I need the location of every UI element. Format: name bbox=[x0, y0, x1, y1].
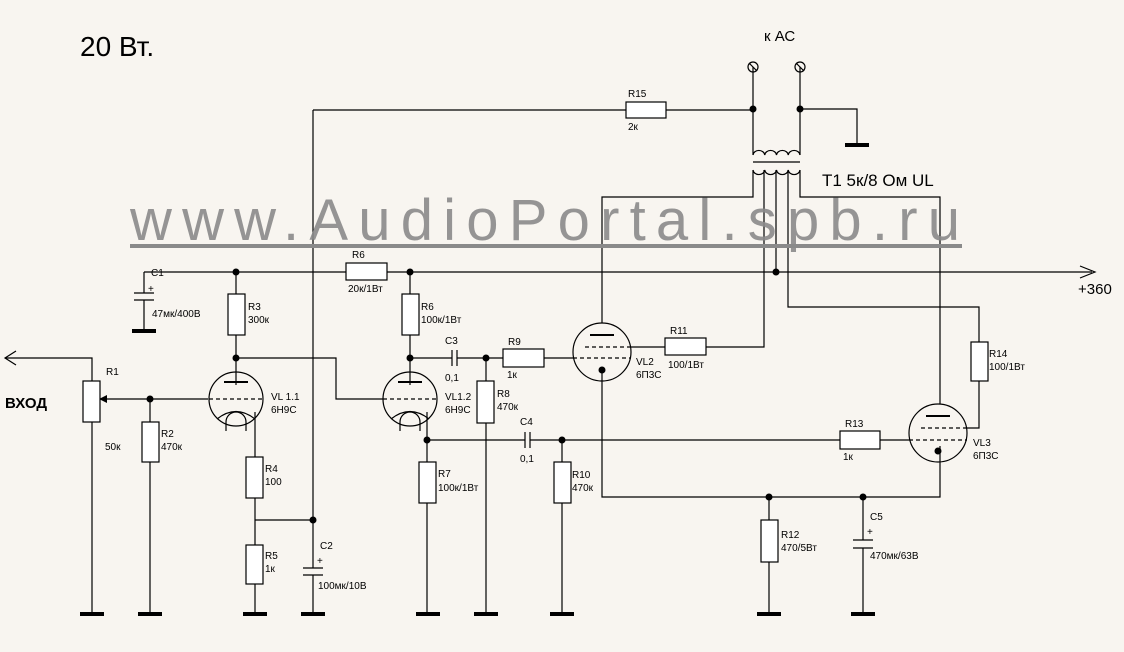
r2-ref: R2 bbox=[161, 429, 174, 440]
r6b-ref: R6 bbox=[421, 302, 434, 313]
resistor-r6a bbox=[345, 262, 388, 281]
resistor-r5 bbox=[245, 544, 264, 585]
r2-value: 470к bbox=[161, 442, 183, 453]
r8-ref: R8 bbox=[497, 389, 510, 400]
vl12-ref: VL1.2 bbox=[445, 392, 472, 403]
resistor-r2 bbox=[141, 421, 160, 463]
vl11-value: 6Н9С bbox=[271, 405, 297, 416]
vl12-value: 6Н9С bbox=[445, 405, 471, 416]
c5-polarity: + bbox=[867, 527, 873, 538]
c1-polarity: + bbox=[148, 284, 154, 295]
r11-ref: R11 bbox=[670, 326, 688, 337]
tube-vl2 bbox=[572, 322, 632, 382]
r9-ref: R9 bbox=[508, 337, 521, 348]
r10-value: 470к bbox=[572, 483, 594, 494]
r11-value: 100/1Вт bbox=[668, 360, 704, 371]
r12-value: 470/5Вт bbox=[781, 543, 817, 554]
c2-polarity: + bbox=[317, 556, 323, 567]
c4-value: 0,1 bbox=[520, 454, 534, 465]
resistors bbox=[82, 101, 989, 585]
terminal-icon bbox=[747, 61, 759, 73]
r8-value: 470к bbox=[497, 402, 519, 413]
c2-value: 100мк/10В bbox=[318, 581, 367, 592]
vl11-ref: VL 1.1 bbox=[271, 392, 300, 403]
terminal-icon bbox=[794, 61, 806, 73]
r12-ref: R12 bbox=[781, 530, 800, 541]
resistor-r10 bbox=[553, 461, 572, 504]
r1-value: 50к bbox=[105, 442, 121, 453]
vl3-value: 6П3С bbox=[973, 451, 999, 462]
watermark: www.AudioPortal.spb.ru bbox=[129, 188, 962, 253]
r5-value: 1к bbox=[265, 564, 276, 575]
c3-value: 0,1 bbox=[445, 373, 459, 384]
c1-value: 47мк/400В bbox=[152, 309, 201, 320]
r13-ref: R13 bbox=[845, 419, 864, 430]
supply-label: +360 bbox=[1078, 281, 1112, 298]
resistor-r7 bbox=[418, 461, 437, 504]
resistor-r6b bbox=[401, 293, 420, 336]
tube-vl1-1 bbox=[208, 371, 264, 431]
title: 20 Вт. bbox=[80, 31, 154, 62]
vl2-ref: VL2 bbox=[636, 357, 654, 368]
resistor-r3 bbox=[227, 293, 246, 336]
junctions bbox=[146, 105, 867, 524]
r6b-value: 100к/1Вт bbox=[421, 315, 462, 326]
resistor-r12 bbox=[760, 519, 779, 563]
r15-ref: R15 bbox=[628, 89, 647, 100]
vl3-ref: VL3 bbox=[973, 438, 991, 449]
r15-value: 2к bbox=[628, 122, 639, 133]
resistor-r4 bbox=[245, 456, 264, 499]
vl2-value: 6П3С bbox=[636, 370, 662, 381]
speaker-terminals bbox=[747, 61, 806, 73]
r5-ref: R5 bbox=[265, 551, 278, 562]
c3-ref: C3 bbox=[445, 336, 458, 347]
r9-value: 1к bbox=[507, 370, 518, 381]
r1-ref: R1 bbox=[106, 367, 119, 378]
r13-value: 1к bbox=[843, 452, 854, 463]
c2-ref: C2 bbox=[320, 541, 333, 552]
output-transformer bbox=[752, 149, 801, 176]
component-labels: C1 + 47мк/400В R3 300к R6 20к/1Вт R6 100… bbox=[105, 89, 1025, 592]
speaker-label: к АС bbox=[764, 28, 795, 45]
resistor-r14 bbox=[970, 341, 989, 382]
c1-ref: C1 bbox=[151, 268, 164, 279]
watermark-text: www.AudioPortal.spb.ru bbox=[129, 188, 960, 253]
ground-symbols bbox=[80, 143, 875, 616]
potentiometer-r1 bbox=[82, 380, 101, 423]
c4-ref: C4 bbox=[520, 417, 533, 428]
c5-value: 470мк/63В bbox=[870, 551, 919, 562]
tube-vl1-2 bbox=[382, 371, 438, 431]
resistor-r8 bbox=[476, 380, 495, 424]
resistor-r13 bbox=[839, 430, 881, 450]
r6a-value: 20к/1Вт bbox=[348, 284, 383, 295]
r4-ref: R4 bbox=[265, 464, 278, 475]
transformer-label: T1 5к/8 Ом UL bbox=[822, 171, 934, 190]
resistor-r9 bbox=[502, 348, 545, 368]
resistor-r11 bbox=[664, 337, 707, 356]
r10-ref: R10 bbox=[572, 470, 591, 481]
c5-ref: C5 bbox=[870, 512, 883, 523]
tube-vl3 bbox=[908, 403, 968, 463]
r6a-ref: R6 bbox=[352, 250, 365, 261]
r3-value: 300к bbox=[248, 315, 270, 326]
r3-ref: R3 bbox=[248, 302, 261, 313]
input-label: ВХОД bbox=[5, 395, 47, 412]
r4-value: 100 bbox=[265, 477, 282, 488]
r7-ref: R7 bbox=[438, 469, 451, 480]
r14-ref: R14 bbox=[989, 349, 1008, 360]
r7-value: 100к/1Вт bbox=[438, 483, 479, 494]
r14-value: 100/1Вт bbox=[989, 362, 1025, 373]
resistor-r15 bbox=[625, 101, 667, 119]
